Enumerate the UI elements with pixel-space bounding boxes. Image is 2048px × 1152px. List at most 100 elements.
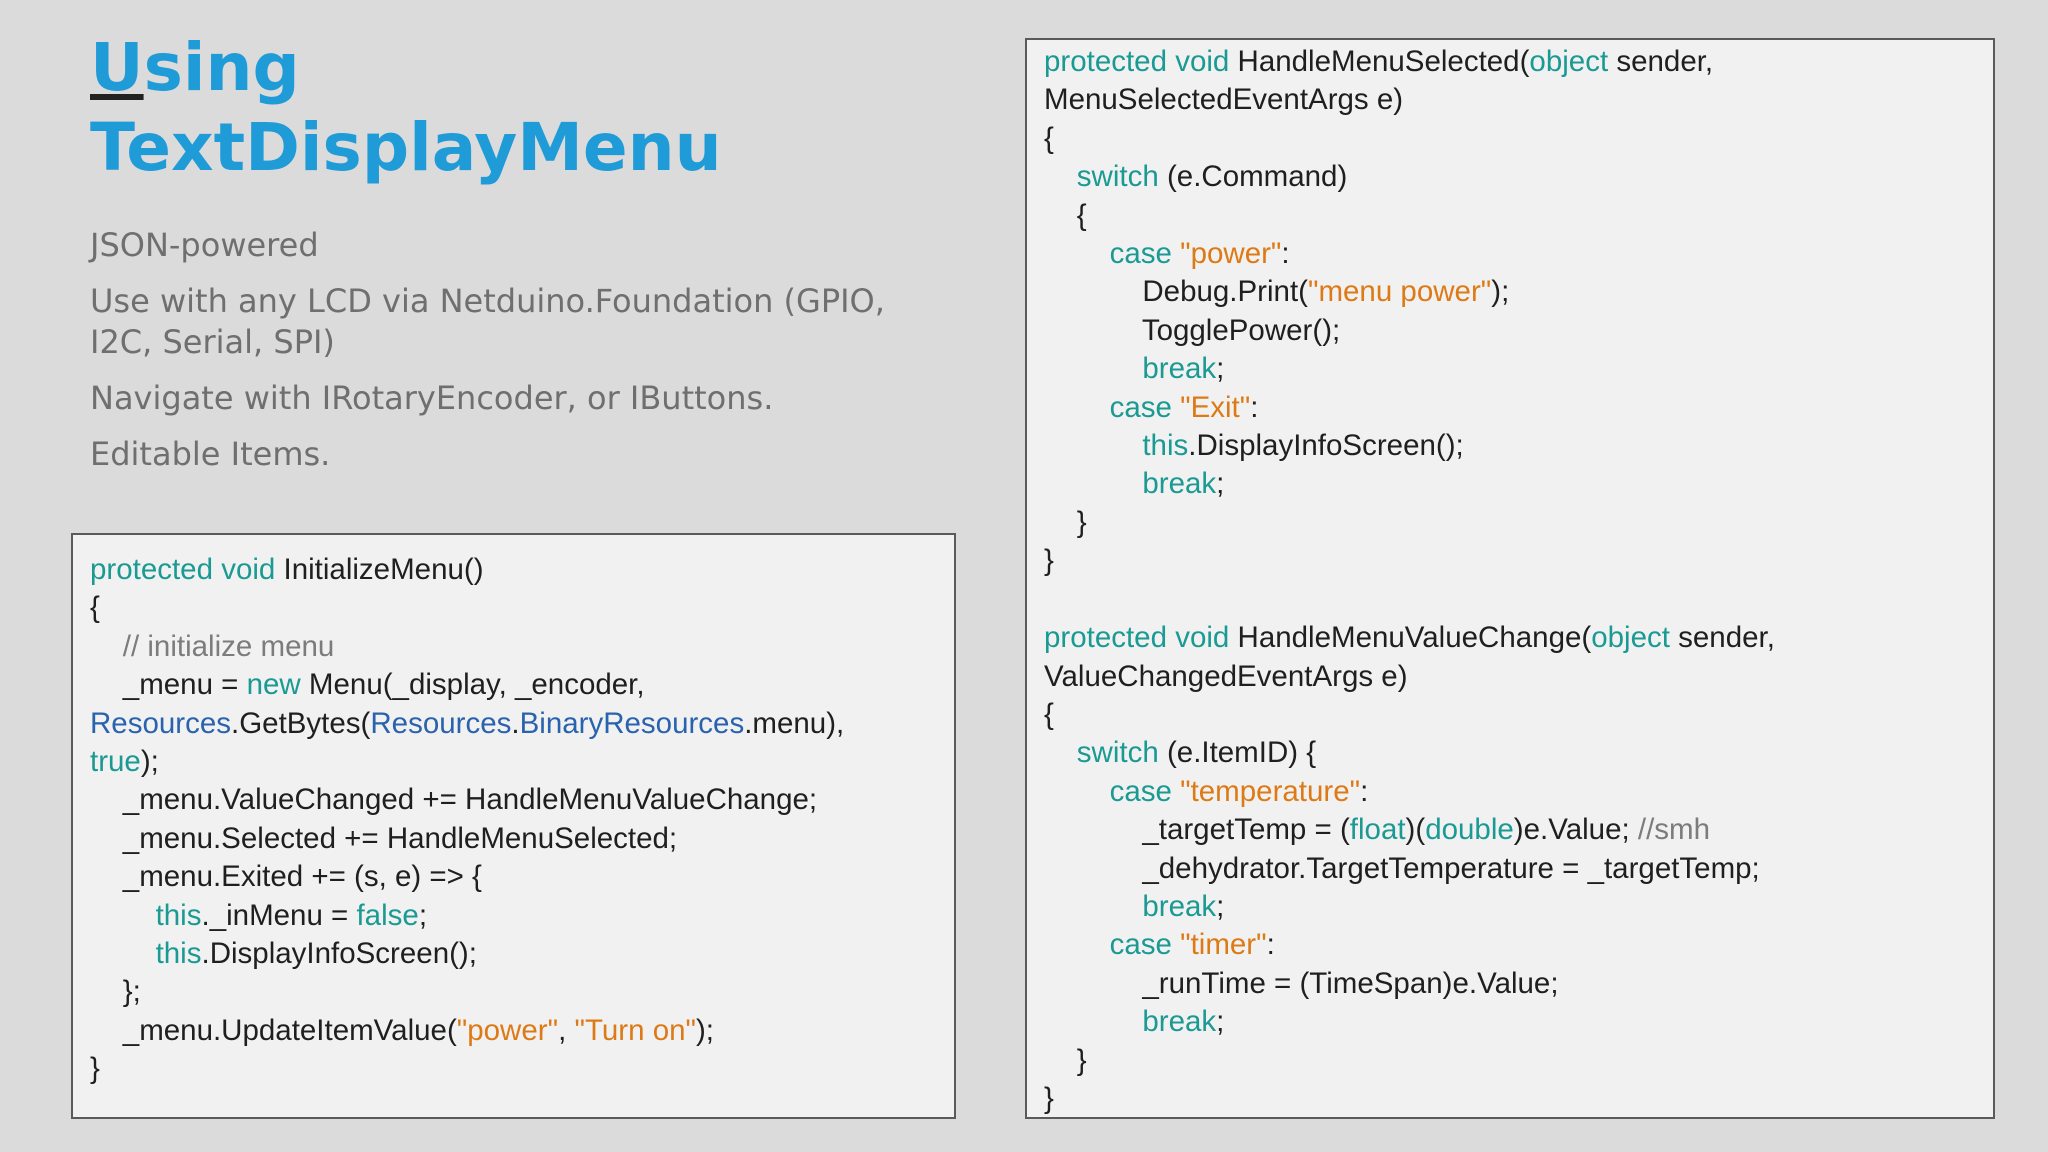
code-keyword: case xyxy=(1109,774,1172,808)
code-line: switch (e.Command) xyxy=(1044,158,1976,196)
code-line: MenuSelectedEventArgs e) xyxy=(1044,81,1976,119)
code-string: "timer" xyxy=(1180,928,1267,962)
code-text: ; xyxy=(1216,467,1225,501)
code-text: InitializeMenu() xyxy=(275,553,484,586)
code-line: protected void HandleMenuSelected(object… xyxy=(1044,43,1976,81)
code-line: this.DisplayInfoScreen(); xyxy=(90,935,937,973)
bullet-list: JSON-powered Use with any LCD via Netdui… xyxy=(90,225,920,490)
code-text xyxy=(1044,352,1142,385)
code-text: }; xyxy=(90,975,141,1009)
code-text: HandleMenuValueChange( xyxy=(1229,621,1592,655)
code-string: "power" xyxy=(1180,237,1282,271)
code-type: Resources xyxy=(90,706,232,740)
code-text: } xyxy=(90,1052,100,1086)
title-line-2: TextDisplayMenu xyxy=(90,109,722,186)
code-line: case "timer": xyxy=(1044,926,1976,964)
code-line: } xyxy=(1044,504,1976,542)
code-string: "menu power" xyxy=(1307,275,1492,309)
code-text: .DisplayInfoScreen(); xyxy=(201,937,477,971)
code-text: .menu), xyxy=(744,706,845,740)
bullet-item: JSON-powered xyxy=(90,226,319,264)
code-text: _targetTemp = ( xyxy=(1044,813,1350,847)
code-line: { xyxy=(1044,120,1976,158)
code-keyword: this xyxy=(155,937,202,971)
code-text: _menu.ValueChanged += HandleMenuValueCha… xyxy=(90,783,818,817)
code-line: case "temperature": xyxy=(1044,773,1976,811)
title-first-letter: U xyxy=(90,29,144,106)
code-text xyxy=(1044,237,1110,270)
code-text: ; xyxy=(1216,1005,1225,1039)
code-type: BinaryResources xyxy=(519,706,745,740)
code-panel-initialize-menu: protected void InitializeMenu(){ // init… xyxy=(71,533,956,1119)
code-line xyxy=(1044,581,1976,619)
code-line: }; xyxy=(90,973,937,1011)
code-line: switch (e.ItemID) { xyxy=(1044,734,1976,772)
code-text xyxy=(1172,775,1180,808)
code-keyword: true xyxy=(90,745,141,779)
code-comment: //smh xyxy=(1637,813,1711,847)
code-text: } xyxy=(1044,505,1087,539)
code-text: : xyxy=(1360,774,1369,808)
code-keyword: this xyxy=(1142,429,1189,463)
code-line: } xyxy=(1044,1042,1976,1080)
code-keyword: break xyxy=(1142,889,1217,923)
title-line-1-rest: sing xyxy=(143,29,300,106)
code-keyword: switch xyxy=(1076,160,1159,194)
code-text xyxy=(1044,467,1142,500)
code-keyword: case xyxy=(1109,390,1172,424)
code-text xyxy=(1172,237,1180,270)
code-text xyxy=(90,899,156,932)
code-text: { xyxy=(1044,198,1087,232)
code-text: HandleMenuSelected( xyxy=(1229,45,1530,78)
code-text: } xyxy=(1044,544,1054,578)
code-line: ValueChangedEventArgs e) xyxy=(1044,658,1976,696)
code-line: _targetTemp = (float)(double)e.Value; //… xyxy=(1044,811,1976,849)
slide-title: Using TextDisplayMenu xyxy=(90,28,722,188)
code-keyword: object xyxy=(1591,621,1670,655)
code-text: . xyxy=(511,706,520,740)
code-line: } xyxy=(90,1050,937,1088)
code-line: { xyxy=(90,589,937,627)
code-text: ._inMenu = xyxy=(201,898,357,932)
code-line: } xyxy=(1044,1080,1976,1118)
code-text: ); xyxy=(140,745,159,779)
code-text: _dehydrator.TargetTemperature = _targetT… xyxy=(1044,851,1760,885)
code-text: _menu = xyxy=(90,668,247,702)
code-text: : xyxy=(1281,237,1290,271)
code-text: )e.Value; xyxy=(1513,813,1638,847)
code-text: ; xyxy=(418,898,428,932)
code-text xyxy=(1044,583,1052,616)
code-type: Resources xyxy=(370,706,512,740)
code-text xyxy=(1172,391,1180,424)
code-text: , xyxy=(558,1013,575,1047)
code-text: { xyxy=(1044,697,1054,731)
code-line: TogglePower(); xyxy=(1044,312,1976,350)
code-string: "Turn on" xyxy=(574,1013,696,1047)
bullet-item: Navigate with IRotaryEncoder, or IButton… xyxy=(90,379,774,417)
code-line: _dehydrator.TargetTemperature = _targetT… xyxy=(1044,850,1976,888)
code-keyword: new xyxy=(246,668,301,702)
bullet-item: Editable Items. xyxy=(90,435,331,473)
code-line: _menu.ValueChanged += HandleMenuValueCha… xyxy=(90,781,937,819)
code-line: Resources.GetBytes(Resources.BinaryResou… xyxy=(90,705,937,743)
code-text: TogglePower(); xyxy=(1044,313,1341,347)
code-keyword: false xyxy=(356,898,419,932)
code-text xyxy=(1044,890,1142,923)
code-text: sender, xyxy=(1669,621,1775,655)
code-text xyxy=(1044,775,1110,808)
code-line: case "power": xyxy=(1044,235,1976,273)
code-text xyxy=(1172,928,1180,961)
code-keyword: case xyxy=(1109,928,1172,962)
code-text: MenuSelectedEventArgs e) xyxy=(1044,83,1404,117)
code-string: "power" xyxy=(456,1013,559,1047)
code-line: // initialize menu xyxy=(90,628,937,666)
code-keyword: case xyxy=(1109,237,1172,271)
code-text: _menu.Selected += HandleMenuSelected; xyxy=(90,821,678,855)
code-keyword: protected void xyxy=(90,553,276,586)
code-line: true); xyxy=(90,743,937,781)
code-text: ; xyxy=(1216,889,1225,923)
code-keyword: break xyxy=(1142,467,1217,501)
code-text: ; xyxy=(1216,352,1225,386)
code-text: )( xyxy=(1405,813,1426,847)
code-text xyxy=(1044,736,1077,769)
